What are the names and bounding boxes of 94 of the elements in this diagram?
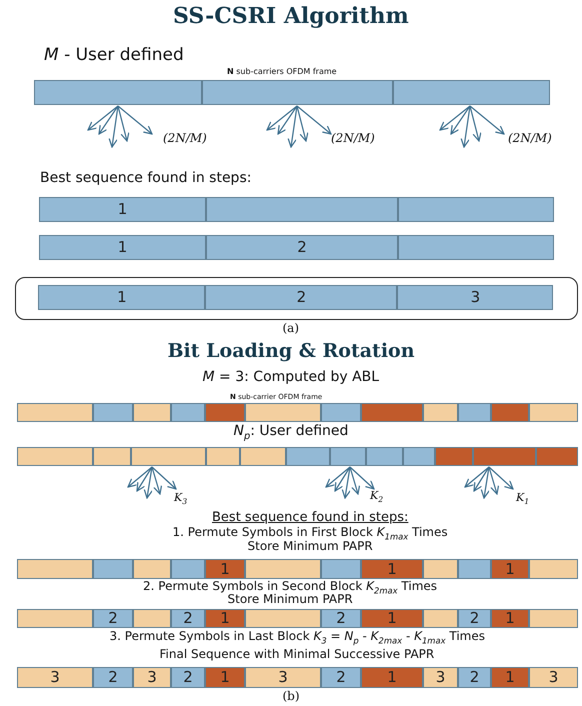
subcarrier-block: 1 xyxy=(39,235,206,260)
subcarrier-block xyxy=(529,609,578,628)
subcarrier-block xyxy=(93,447,131,466)
subcarrier-block: 2 xyxy=(171,609,205,628)
subcarrier-block xyxy=(321,559,361,579)
subcarrier-block: 3 xyxy=(133,667,171,688)
step-text: Final Sequence with Minimal Successive PAPR xyxy=(160,648,434,662)
subcarrier-block xyxy=(330,447,366,466)
math-label: (2N/M) xyxy=(331,132,375,146)
subcarrier-block xyxy=(398,197,554,222)
subcarrier-block xyxy=(529,559,578,579)
step-text: 1. Permute Symbols in First Block K$_{1max}$ Times xyxy=(172,526,448,542)
math-label: (2N/M) xyxy=(163,132,207,146)
subcarrier-block: 2 xyxy=(458,609,491,628)
subcarrier-block xyxy=(171,559,205,579)
subcarrier-block xyxy=(133,609,171,628)
subfigure-label: (b) xyxy=(282,690,300,704)
subcarrier-block xyxy=(403,447,435,466)
step-text: Store Minimum PAPR xyxy=(248,540,373,554)
subcarrier-block: 3 xyxy=(245,667,321,688)
subcarrier-block: 1 xyxy=(491,609,529,628)
math-label: K$_{1}$ xyxy=(516,492,530,507)
subcarrier-block xyxy=(529,403,578,422)
subcarrier-block: 3 xyxy=(529,667,578,688)
subcarrier-block xyxy=(393,80,550,105)
subcarrier-block: 2 xyxy=(458,667,491,688)
subcarrier-block xyxy=(473,447,536,466)
subcarrier-block xyxy=(361,403,423,422)
subcarrier-block xyxy=(321,403,361,422)
subcarrier-block xyxy=(245,559,321,579)
heading: Best sequence found in steps: xyxy=(212,511,408,526)
label: N$_{p}$: User defined xyxy=(234,424,348,443)
subcarrier-block: 2 xyxy=(321,609,361,628)
subcarrier-block xyxy=(131,447,206,466)
subcarrier-block xyxy=(17,609,93,628)
subcarrier-block: 3 xyxy=(17,667,93,688)
subcarrier-block: 1 xyxy=(39,197,206,222)
subcarrier-block: 1 xyxy=(491,667,529,688)
step-text: Store Minimum PAPR xyxy=(228,593,353,606)
subcarrier-block xyxy=(240,447,286,466)
highlight-frame xyxy=(15,277,578,320)
subcarrier-block: 2 xyxy=(93,667,133,688)
subcarrier-block: 1 xyxy=(361,667,423,688)
subcarrier-block: 3 xyxy=(397,285,554,310)
subcarrier-block xyxy=(205,403,245,422)
subcarrier-block: 2 xyxy=(206,235,398,260)
label: M = 3: Computed by ABL xyxy=(202,370,380,386)
subcarrier-block xyxy=(93,559,133,579)
subcarrier-block xyxy=(423,559,458,579)
subcarrier-block: 3 xyxy=(423,667,458,688)
subcarrier-block: 1 xyxy=(38,285,206,310)
subcarrier-block xyxy=(133,403,171,422)
subcarrier-block xyxy=(34,80,202,105)
section-title: Bit Loading & Rotation xyxy=(168,341,415,362)
subcarrier-block xyxy=(133,559,171,579)
subcarrier-block: 2 xyxy=(93,609,133,628)
subcarrier-block: 1 xyxy=(361,559,423,579)
math-label: (2N/M) xyxy=(508,132,552,146)
heading: Best sequence found in steps: xyxy=(40,171,252,186)
subcarrier-block xyxy=(423,403,458,422)
subcarrier-block xyxy=(93,403,133,422)
label: N sub-carriers OFDM frame xyxy=(227,68,337,77)
subcarrier-block xyxy=(206,197,398,222)
subcarrier-block xyxy=(286,447,330,466)
step-text: 3. Permute Symbols in Last Block K$_{3}$ = N$_{p}$ - K$_{2max}$ - K$_{1max}$ Times xyxy=(110,630,485,646)
math-label: K$_{3}$ xyxy=(174,492,188,507)
subcarrier-block: 1 xyxy=(361,609,423,628)
subcarrier-block: 1 xyxy=(205,559,245,579)
subcarrier-block xyxy=(366,447,403,466)
subcarrier-block xyxy=(458,559,491,579)
label: M - User defined xyxy=(44,46,184,65)
subcarrier-block xyxy=(171,403,205,422)
subcarrier-block xyxy=(398,235,554,260)
subcarrier-block: 2 xyxy=(321,667,361,688)
subcarrier-block xyxy=(17,559,93,579)
subcarrier-block xyxy=(245,609,321,628)
subcarrier-block: 1 xyxy=(205,609,245,628)
subcarrier-block xyxy=(536,447,578,466)
subcarrier-block xyxy=(17,447,93,466)
subcarrier-block xyxy=(458,403,491,422)
subcarrier-block xyxy=(206,447,240,466)
subcarrier-block: 1 xyxy=(491,559,529,579)
subfigure-label: (a) xyxy=(282,322,300,336)
subcarrier-block: 2 xyxy=(171,667,205,688)
subcarrier-block xyxy=(245,403,321,422)
subcarrier-block xyxy=(423,609,458,628)
subcarrier-block: 1 xyxy=(205,667,245,688)
math-label: K$_{2}$ xyxy=(370,490,384,505)
subcarrier-block: 2 xyxy=(205,285,398,310)
subcarrier-block xyxy=(17,403,93,422)
subcarrier-block xyxy=(202,80,393,105)
section-title: SS-CSRI Algorithm xyxy=(173,4,409,28)
subcarrier-block xyxy=(435,447,473,466)
subcarrier-block xyxy=(491,403,529,422)
